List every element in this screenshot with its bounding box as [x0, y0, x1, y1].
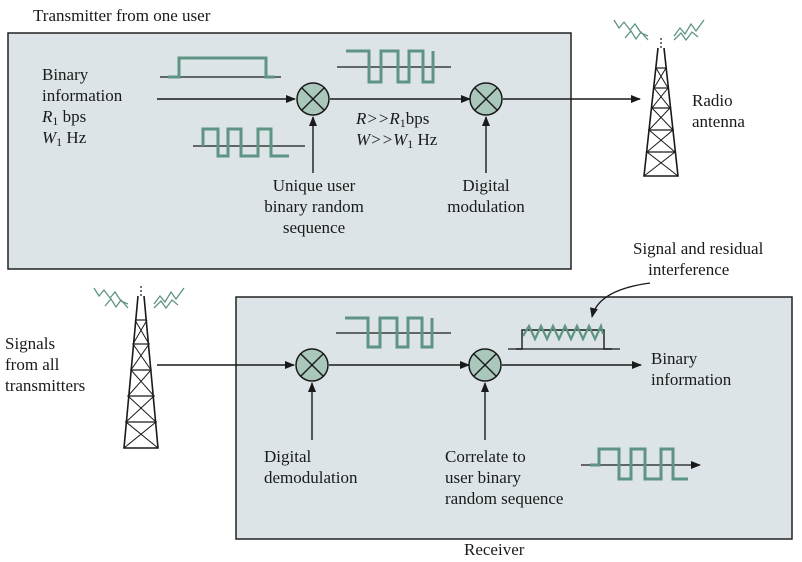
rx-demod-label: Digital demodulation: [264, 447, 358, 487]
rx-mixer-1: [295, 348, 329, 382]
tx-antenna-icon: [613, 19, 705, 177]
rx-output-label: Binary information: [651, 349, 732, 389]
tx-spread-waveform: [337, 49, 451, 84]
tx-data-waveform: [160, 56, 281, 79]
transmitter-panel: [7, 32, 572, 270]
residual-pointer-arrow: [590, 282, 651, 318]
tx-code-waveform: [193, 127, 305, 158]
tx-mixer-1: [296, 82, 330, 116]
rx-spread-waveform: [336, 316, 451, 349]
tx-mixer-2: [469, 82, 503, 116]
tx-input-label: Binary information R1 bps W1 Hz: [42, 65, 123, 149]
rx-antenna-icon: [93, 286, 185, 449]
rx-correlate-label: Correlate to user binary random sequence: [445, 447, 564, 508]
receiver-panel: [235, 296, 793, 540]
tx-sequence-label: Unique user binary random sequence: [264, 176, 364, 237]
tx-modulation-label: Digital modulation: [447, 176, 525, 216]
transmitter-title: Transmitter from one user: [33, 6, 211, 25]
rx-input-label: Signals from all transmitters: [5, 334, 86, 395]
residual-label: Signal and residual interference: [633, 239, 764, 279]
rx-despread-waveform: [508, 322, 620, 350]
tx-antenna-label: Radio antenna: [692, 91, 745, 131]
rx-mixer-2: [468, 348, 502, 382]
tx-spread-rate-label: R>>R1bps W>>W1 Hz: [356, 109, 438, 151]
rx-code-waveform: [581, 447, 701, 481]
receiver-title: Receiver: [464, 540, 525, 559]
